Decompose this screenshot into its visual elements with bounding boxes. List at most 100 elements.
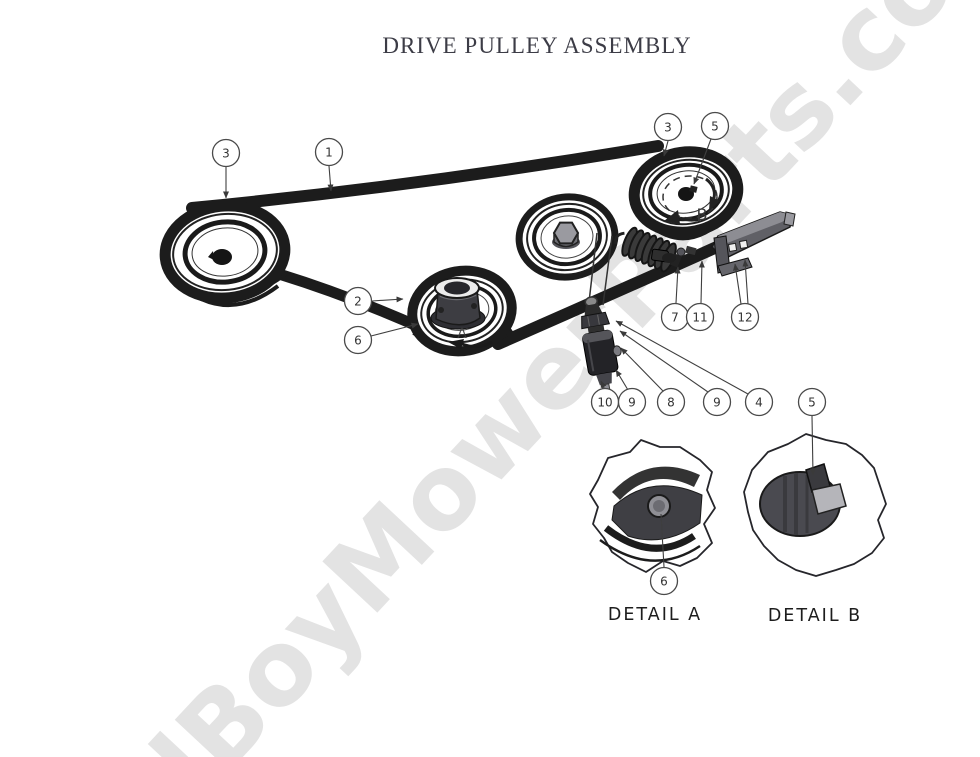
callout-number: 4 bbox=[755, 396, 763, 410]
rotation-marker-a: A bbox=[457, 326, 467, 342]
callout-bubble bbox=[649, 566, 679, 596]
callout-bubble bbox=[343, 286, 373, 316]
callout-number: 3 bbox=[664, 121, 672, 135]
damper-body-band bbox=[582, 330, 613, 343]
callout-bubble bbox=[656, 387, 686, 417]
callout-number: 5 bbox=[808, 396, 816, 410]
arm-line-right bbox=[602, 235, 613, 306]
leader-line bbox=[615, 320, 749, 395]
leader-line bbox=[619, 330, 709, 393]
callout-number: 6 bbox=[660, 575, 668, 589]
idler-hub-bore bbox=[444, 281, 470, 295]
callout-3-right: 3 bbox=[653, 112, 683, 157]
detail-a-view bbox=[589, 439, 716, 573]
detail-a-hub-rim bbox=[612, 466, 700, 500]
callout-bubble bbox=[653, 112, 683, 142]
page-title: DRIVE PULLEY ASSEMBLY bbox=[382, 33, 691, 58]
idler-rotation-arrow bbox=[448, 339, 464, 349]
anchor-nut bbox=[685, 245, 697, 256]
rotation-arrow-arc-bottom bbox=[679, 216, 701, 222]
callout-9b: 9 bbox=[619, 330, 732, 417]
callout-4: 4 bbox=[615, 320, 774, 417]
belt-long-run bbox=[492, 236, 734, 350]
detail-a-band-thin bbox=[599, 538, 701, 562]
nut-facet bbox=[587, 316, 590, 327]
callout-5-right: 5 bbox=[693, 111, 730, 185]
callout-9a: 9 bbox=[615, 369, 647, 417]
bracket-hole-1 bbox=[727, 242, 738, 253]
anchor-bolt bbox=[676, 247, 686, 257]
bracket-arm-top bbox=[718, 212, 792, 245]
right-pulley: B bbox=[628, 146, 744, 241]
arm-line-left bbox=[588, 232, 598, 303]
leader-line bbox=[742, 259, 749, 305]
left-pulley-key-hub bbox=[212, 249, 232, 265]
leader-line bbox=[698, 260, 705, 304]
callout-bubble bbox=[700, 111, 730, 141]
leader-line bbox=[809, 415, 816, 476]
leader-line bbox=[370, 322, 419, 337]
callout-number: 5 bbox=[711, 120, 719, 134]
callout-bubble bbox=[702, 387, 732, 417]
callout-1: 1 bbox=[314, 137, 344, 192]
callout-number: 8 bbox=[667, 396, 675, 410]
idler-pulley: A bbox=[407, 265, 517, 357]
callout-11: 11 bbox=[685, 260, 715, 332]
rotation-dashed-circle bbox=[662, 175, 718, 219]
callout-bubble bbox=[343, 325, 373, 355]
idler-rotation-arrow-arc bbox=[461, 340, 493, 349]
detail-b-keyway-block bbox=[811, 483, 847, 515]
callout-3-left: 3 bbox=[211, 138, 241, 199]
callout-number: 9 bbox=[628, 396, 636, 410]
left-pulley bbox=[159, 200, 291, 307]
idler-hub-highlight bbox=[439, 294, 477, 301]
leader-line bbox=[620, 347, 664, 392]
callout-6-detail-a: 6 bbox=[649, 513, 679, 596]
callout-5-detail-b: 5 bbox=[797, 387, 827, 476]
callout-2: 2 bbox=[343, 286, 404, 316]
callout-bubble bbox=[617, 387, 647, 417]
clevis-pin bbox=[662, 253, 676, 263]
spring-hook bbox=[614, 231, 625, 245]
leader-line bbox=[615, 369, 629, 391]
callout-bubble bbox=[797, 387, 827, 417]
callout-bubble bbox=[211, 138, 241, 168]
callout-number: 1 bbox=[325, 146, 333, 160]
leader-line bbox=[327, 165, 334, 192]
leader-line bbox=[660, 513, 665, 568]
callout-number: 2 bbox=[354, 295, 362, 309]
leader-line bbox=[674, 266, 681, 304]
damper-highlight bbox=[586, 339, 595, 372]
callout-number: 7 bbox=[671, 311, 679, 325]
bracket-hole-2 bbox=[738, 239, 749, 250]
callout-number: 11 bbox=[692, 311, 707, 325]
callout-10: 10 bbox=[590, 380, 620, 417]
detail-a-label: DETAIL A bbox=[608, 605, 702, 625]
detail-a-band bbox=[603, 525, 696, 552]
damper-lower bbox=[596, 372, 612, 386]
damper-hex-nut bbox=[581, 311, 611, 330]
callout-bubble bbox=[314, 137, 344, 167]
belt-top-run bbox=[186, 140, 664, 214]
leader-line bbox=[371, 296, 404, 303]
spring-anchor-hardware bbox=[651, 245, 697, 263]
leader-line bbox=[732, 263, 742, 305]
callout-8: 8 bbox=[620, 347, 686, 417]
damper-cone bbox=[584, 303, 603, 316]
leader-line bbox=[662, 140, 669, 157]
right-pulley-key-tab bbox=[689, 185, 698, 193]
leader-line bbox=[693, 138, 712, 185]
callout-6: 6 bbox=[343, 322, 419, 355]
detail-b-view bbox=[743, 433, 887, 577]
detail-a-bolt-inner bbox=[653, 500, 665, 512]
callout-number: 10 bbox=[597, 396, 612, 410]
center-hex-bolt bbox=[552, 221, 580, 245]
callout-number: 6 bbox=[354, 334, 362, 348]
idler-hub-lug-left bbox=[438, 307, 444, 313]
rotation-marker-b: B bbox=[697, 205, 708, 224]
nut-facet bbox=[597, 314, 600, 325]
callout-12: 12 bbox=[730, 259, 760, 332]
